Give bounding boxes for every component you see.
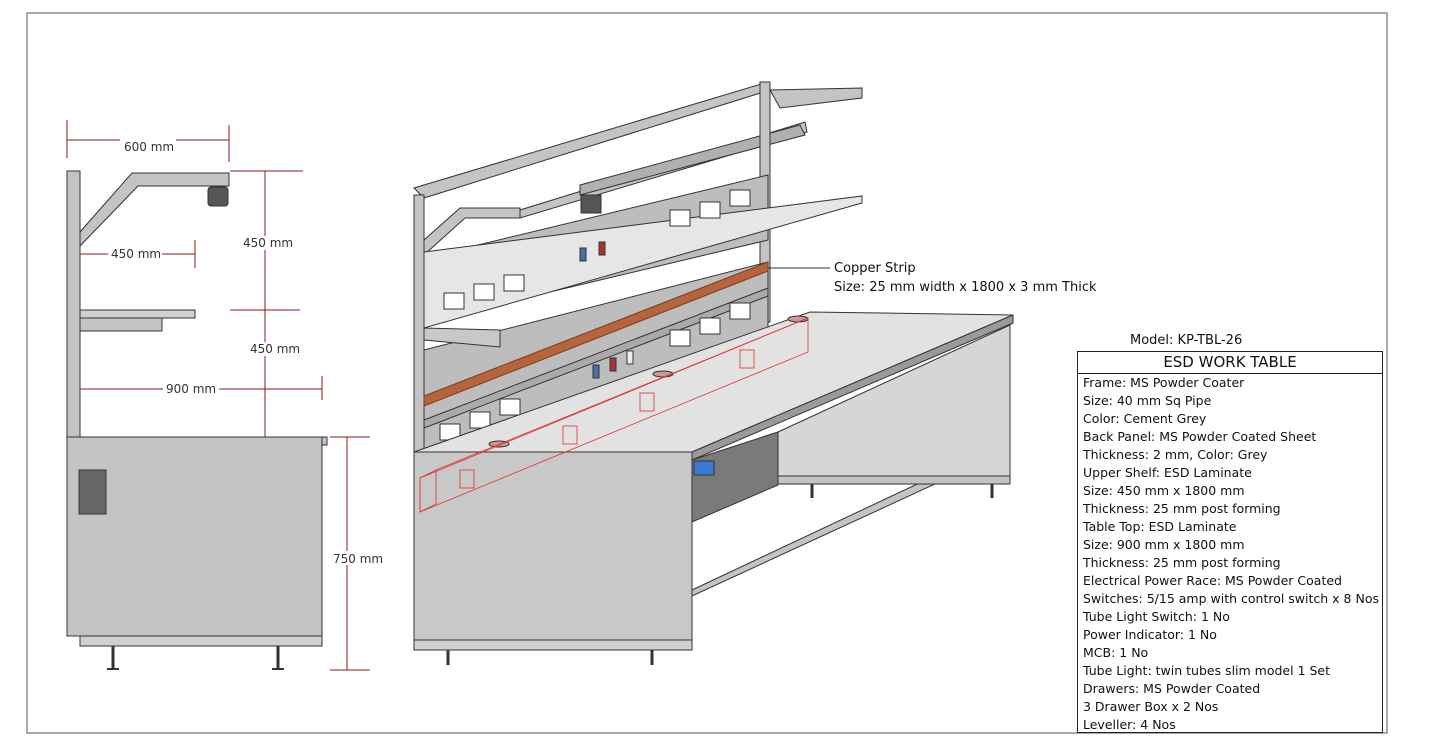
spec-row: Table Top: ESD Laminate bbox=[1083, 519, 1237, 534]
esd-socket-icon bbox=[693, 460, 715, 476]
copper-strip-size: Size: 25 mm width x 1800 x 3 mm Thick bbox=[834, 280, 1097, 295]
spec-row: Size: 40 mm Sq Pipe bbox=[1083, 393, 1212, 408]
side-shelf-bracket bbox=[79, 317, 163, 332]
dim-table-height: 750 mm bbox=[333, 552, 383, 566]
spec-row: Back Panel: MS Powder Coated Sheet bbox=[1083, 429, 1317, 444]
spec-row: Tube Light Switch: 1 No bbox=[1083, 609, 1230, 624]
mcb-icon bbox=[626, 350, 634, 365]
drawing-border bbox=[26, 12, 1388, 734]
spec-row: 3 Drawer Box x 2 Nos bbox=[1083, 699, 1219, 714]
iso-view bbox=[413, 81, 1014, 665]
spec-row: Upper Shelf: ESD Laminate bbox=[1083, 465, 1252, 480]
side-shelf bbox=[79, 309, 196, 319]
tube-light-icon bbox=[207, 186, 229, 207]
outlets bbox=[439, 189, 751, 441]
spec-title: ESD WORK TABLE bbox=[1078, 352, 1382, 374]
spec-row: Thickness: 25 mm post forming bbox=[1083, 555, 1281, 570]
copper-strip-label: Copper Strip bbox=[834, 261, 916, 276]
left-post bbox=[413, 194, 425, 454]
spec-row: Frame: MS Powder Coater bbox=[1083, 375, 1245, 390]
spec-row: Switches: 5/15 amp with control switch x… bbox=[1083, 591, 1379, 606]
spec-row: MCB: 1 No bbox=[1083, 645, 1149, 660]
spec-row: Electrical Power Race: MS Powder Coated bbox=[1083, 573, 1342, 588]
switch-icon bbox=[579, 247, 587, 262]
copper-strip bbox=[423, 261, 769, 407]
spec-row: Tube Light: twin tubes slim model 1 Set bbox=[1083, 663, 1331, 678]
switch-icon bbox=[592, 364, 600, 379]
spec-row: Leveller: 4 Nos bbox=[1083, 717, 1176, 732]
indicator-icon bbox=[609, 357, 617, 372]
dim-middle-height: 450 mm bbox=[250, 342, 300, 356]
spec-row: Drawers: MS Powder Coated bbox=[1083, 681, 1261, 696]
indicator-icon bbox=[598, 241, 606, 256]
top-frame-rail bbox=[413, 81, 771, 199]
side-post bbox=[66, 170, 81, 438]
tube-light-icon bbox=[580, 194, 602, 214]
spec-row: Thickness: 25 mm post forming bbox=[1083, 501, 1281, 516]
dim-upper-height: 450 mm bbox=[243, 236, 293, 250]
dim-table-depth: 900 mm bbox=[166, 382, 216, 396]
spec-row: Power Indicator: 1 No bbox=[1083, 627, 1217, 642]
side-base bbox=[79, 635, 323, 647]
spec-row: Thickness: 2 mm, Color: Grey bbox=[1083, 447, 1268, 462]
modesty-panel bbox=[691, 431, 779, 523]
side-view bbox=[66, 170, 328, 670]
side-drawer-handle bbox=[78, 469, 107, 515]
dim-shelf-width: 450 mm bbox=[111, 247, 161, 261]
side-cabinet bbox=[66, 436, 323, 637]
hidden-raceway bbox=[419, 317, 809, 513]
dim-top-width: 600 mm bbox=[124, 140, 174, 154]
spec-row: Size: 450 mm x 1800 mm bbox=[1083, 483, 1245, 498]
model-number: Model: KP-TBL-26 bbox=[1130, 333, 1243, 348]
front-cabinet bbox=[413, 451, 693, 643]
spec-row: Color: Cement Grey bbox=[1083, 411, 1207, 426]
spec-row: Size: 900 mm x 1800 mm bbox=[1083, 537, 1245, 552]
side-top-arm bbox=[79, 172, 230, 248]
